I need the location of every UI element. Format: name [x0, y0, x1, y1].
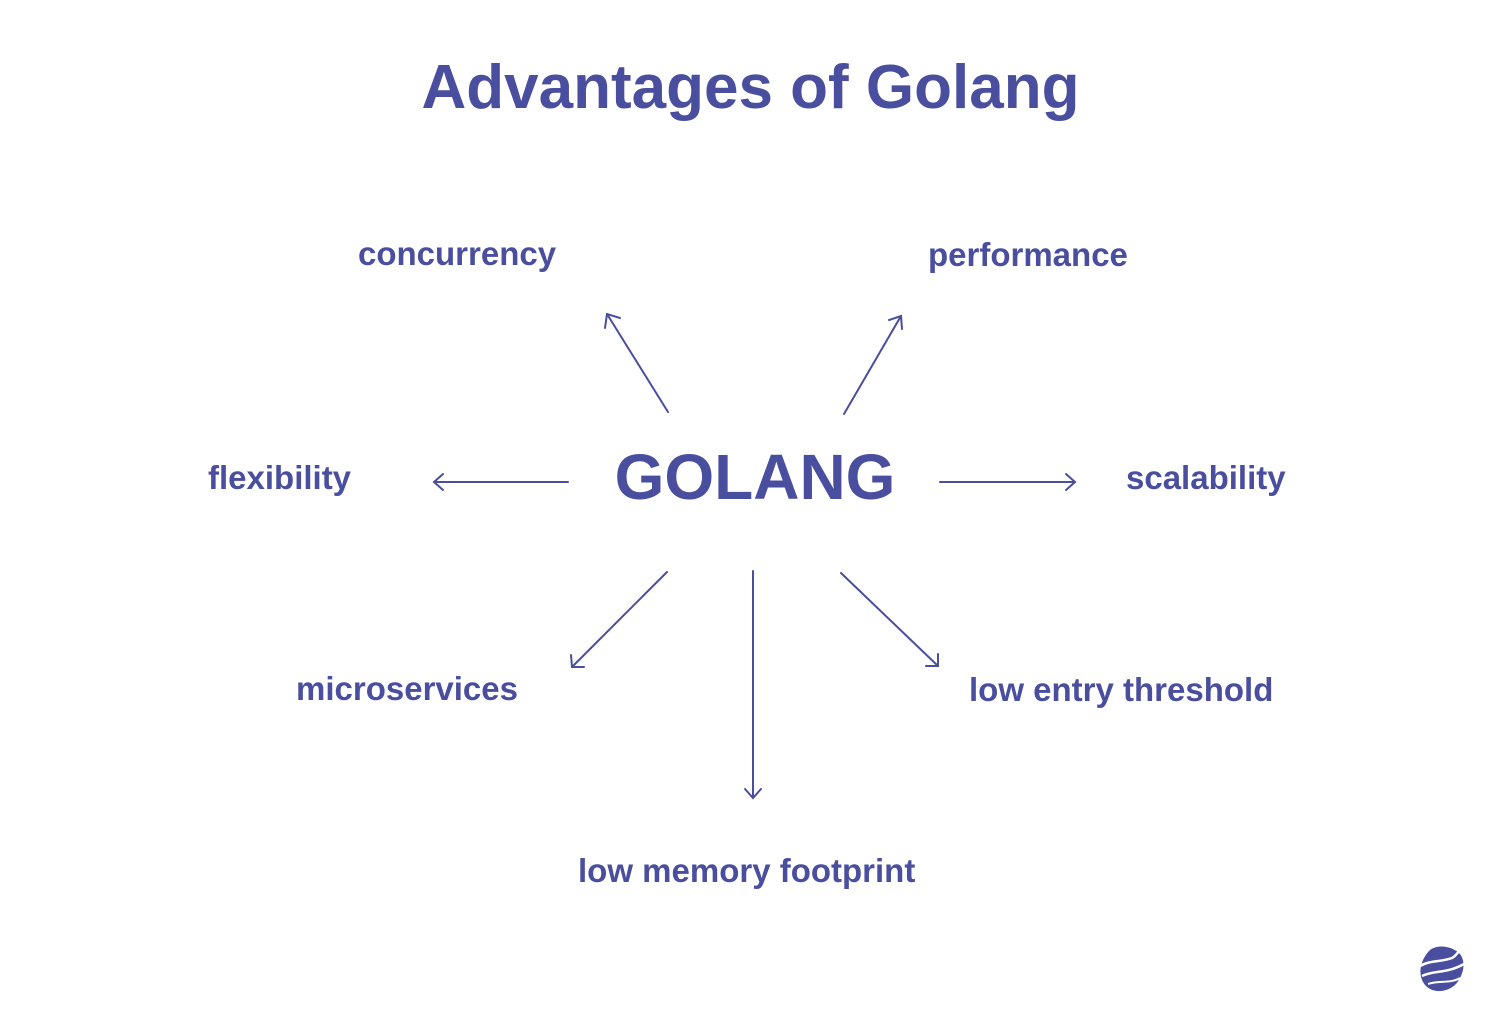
company-logo-icon [1419, 946, 1465, 992]
label-concurrency: concurrency [358, 235, 557, 272]
arrow-low-memory-footprint [744, 570, 762, 800]
label-microservices: microservices [296, 670, 518, 707]
arrow-low-entry-threshold [840, 572, 939, 667]
label-low-memory-footprint: low memory footprint [578, 852, 916, 889]
label-performance: performance [928, 236, 1128, 273]
label-flexibility: flexibility [208, 459, 352, 496]
arrow-scalability [939, 473, 1077, 491]
label-low-entry-threshold: low entry threshold [969, 671, 1274, 708]
arrow-performance [843, 314, 903, 415]
arrow-concurrency [604, 312, 669, 413]
label-scalability: scalability [1126, 459, 1286, 496]
arrow-flexibility [432, 473, 569, 491]
arrow-microservices [570, 571, 668, 668]
diagram-title: Advantages of Golang [421, 53, 1080, 122]
center-node-golang: GOLANG [614, 441, 896, 513]
